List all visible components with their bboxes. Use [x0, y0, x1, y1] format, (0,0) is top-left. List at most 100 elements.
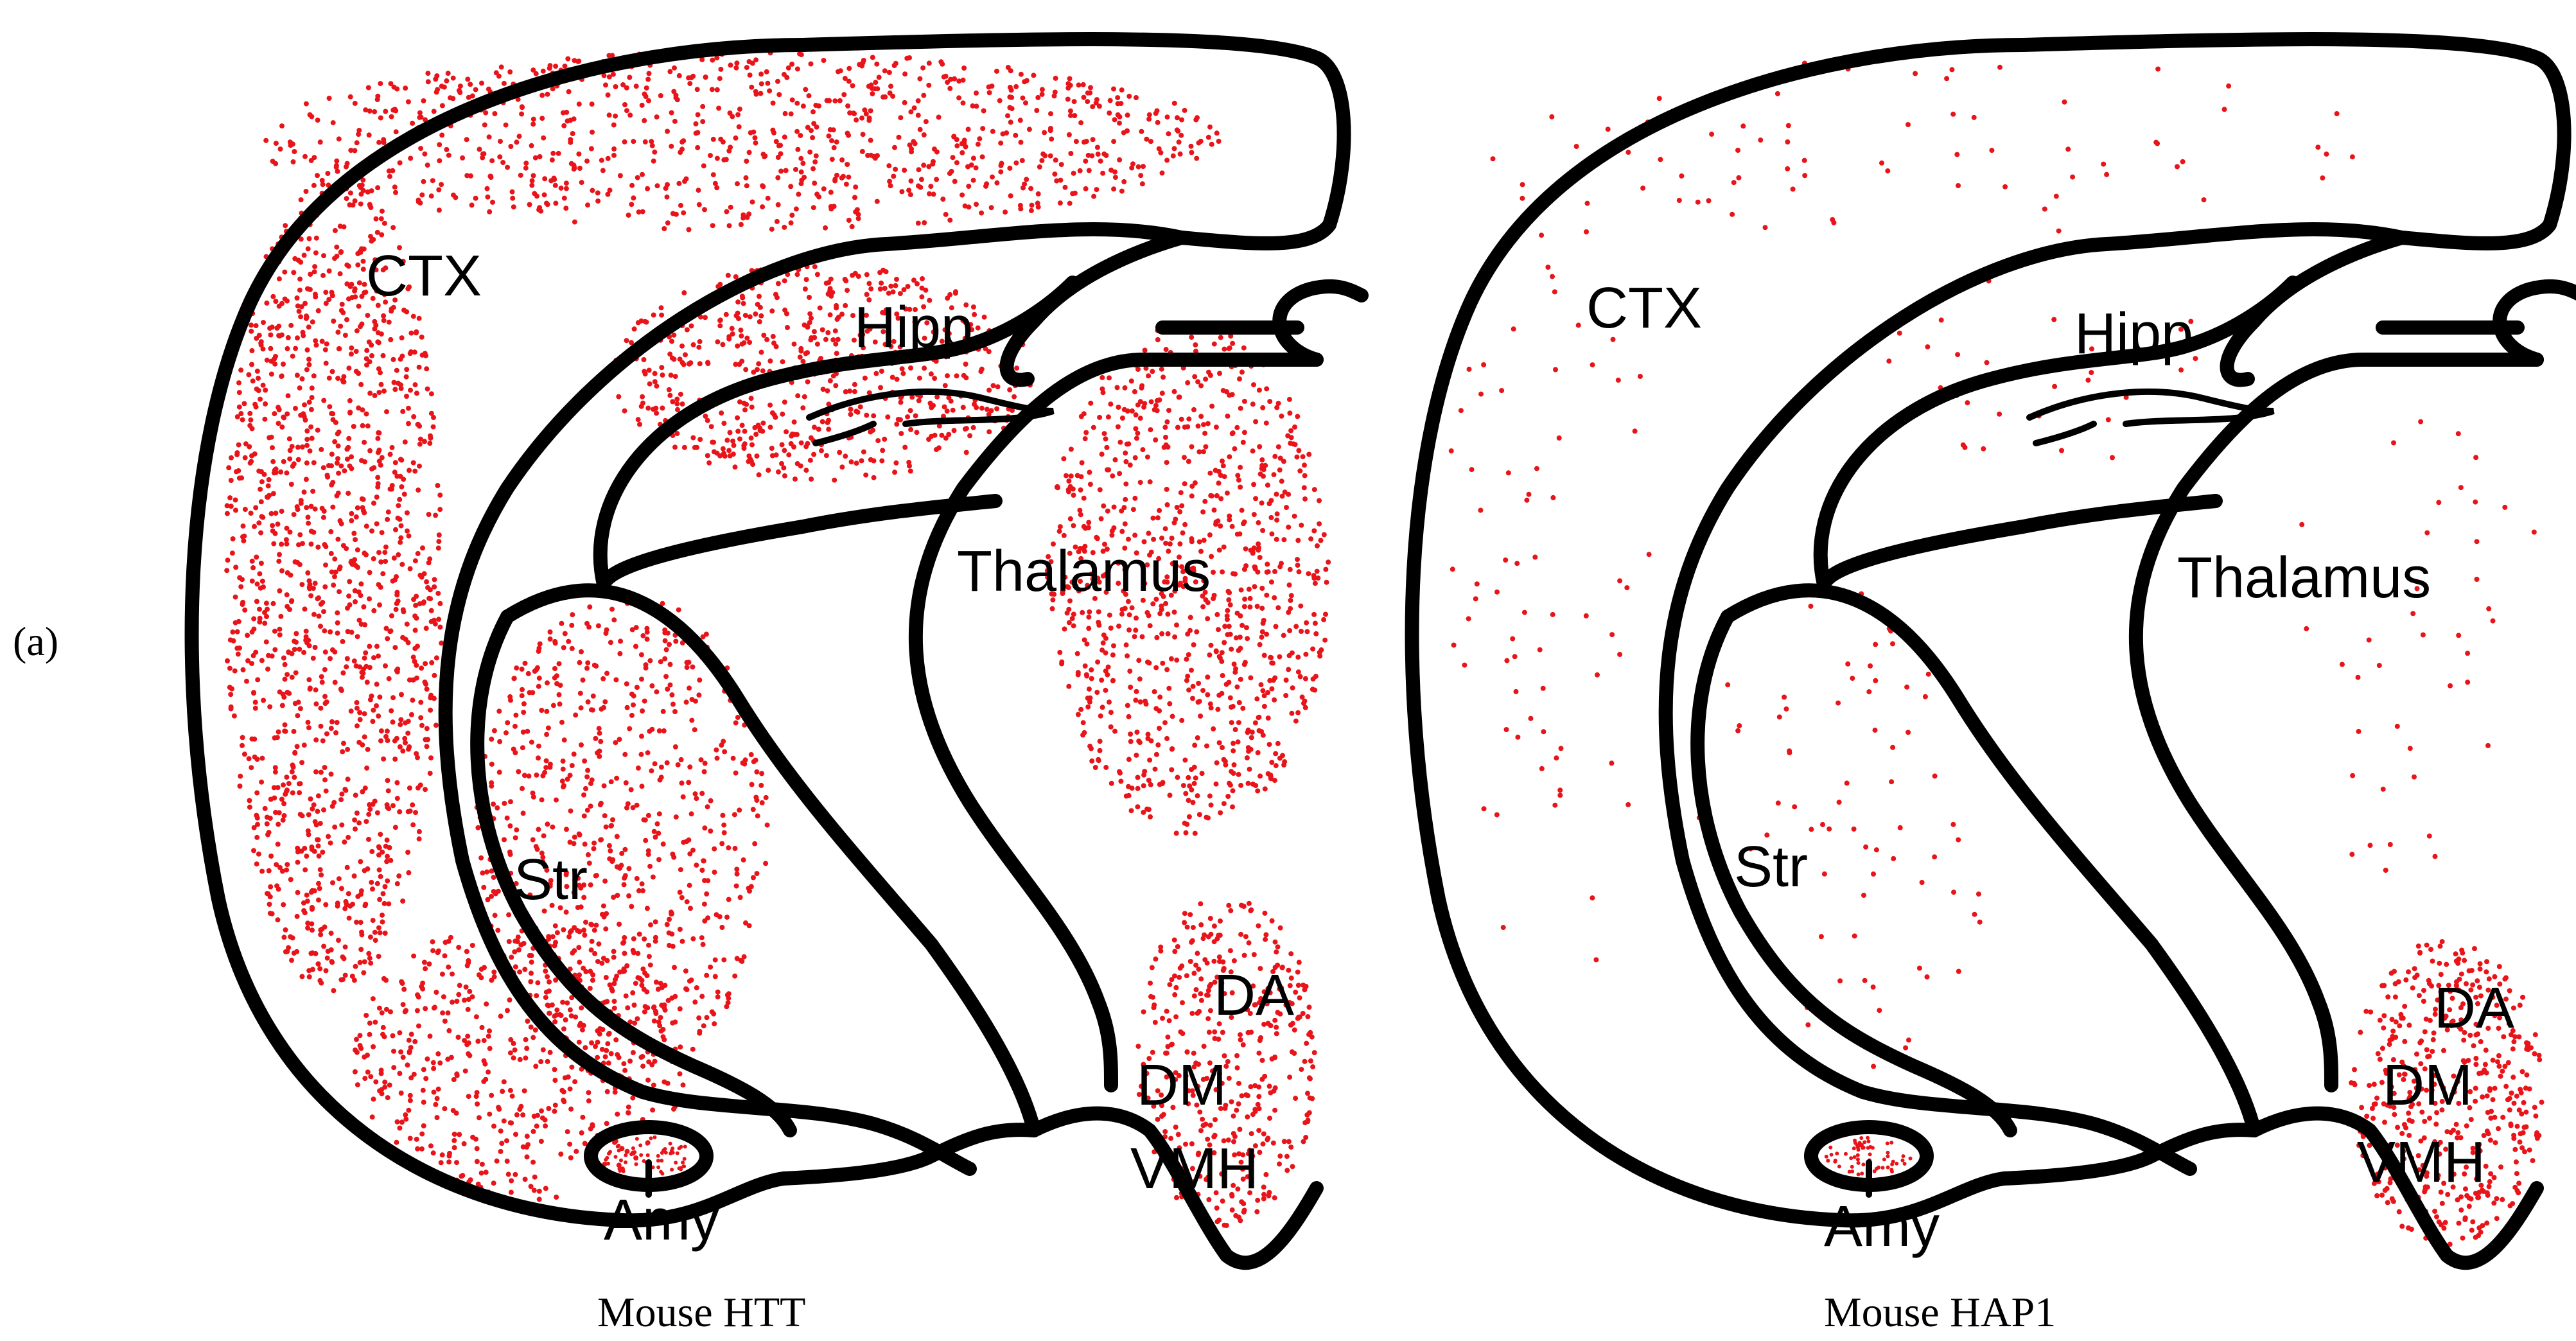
expression-dot: [920, 276, 925, 281]
expression-dot: [808, 435, 814, 441]
expression-dot: [579, 180, 584, 186]
expression-dot: [426, 961, 432, 967]
expression-dot: [669, 338, 674, 344]
expression-dot: [366, 811, 372, 817]
expression-dot: [895, 315, 901, 321]
expression-dot: [348, 148, 354, 153]
expression-dot: [994, 406, 1000, 412]
expression-dot: [281, 414, 286, 420]
expression-dot: [1264, 592, 1270, 598]
expression-dot: [380, 849, 385, 855]
expression-dot: [1133, 412, 1139, 417]
expression-dot: [708, 828, 714, 834]
expression-dot: [666, 387, 672, 392]
expression-dot: [800, 405, 806, 411]
expression-dot: [353, 514, 359, 520]
expression-dot: [250, 653, 256, 658]
expression-dot: [351, 873, 357, 879]
expression-dot: [649, 768, 654, 774]
expression-dot: [1256, 714, 1262, 720]
expression-dot: [276, 405, 281, 410]
expression-dot: [1200, 509, 1206, 515]
expression-dot: [686, 780, 692, 785]
expression-dot: [335, 490, 341, 496]
expression-dot: [383, 109, 389, 114]
expression-dot: [1095, 152, 1101, 157]
expression-dot: [311, 848, 317, 854]
expression-dot: [1261, 467, 1266, 473]
expression-dot: [852, 389, 857, 394]
expression-dot: [313, 338, 319, 344]
expression-dot: [679, 401, 685, 407]
expression-dot: [397, 1125, 403, 1131]
expression-dot: [546, 1106, 552, 1111]
expression-dot: [344, 317, 349, 322]
expression-dot: [430, 178, 435, 184]
expression-dot: [304, 898, 310, 904]
expression-dot: [394, 592, 400, 598]
expression-dot: [1164, 667, 1170, 672]
expression-dot: [629, 712, 635, 718]
expression-dot: [237, 784, 243, 789]
expression-dot: [851, 337, 857, 343]
expression-dot: [568, 1106, 574, 1112]
expression-dot: [419, 352, 425, 358]
expression-dot: [1161, 374, 1166, 380]
expression-dot: [376, 459, 382, 464]
expression-dot: [645, 750, 651, 756]
expression-dot: [288, 322, 294, 328]
expression-dot: [1158, 948, 1164, 954]
expression-dot: [1268, 1090, 1274, 1096]
expression-dot: [1107, 110, 1112, 116]
expression-dot: [679, 780, 685, 786]
expression-dot: [602, 1054, 608, 1060]
expression-dot: [381, 313, 387, 319]
expression-dot: [406, 870, 412, 875]
expression-dot: [775, 78, 780, 84]
expression-dot: [301, 333, 306, 338]
expression-dot: [1051, 541, 1056, 547]
expression-dot: [382, 931, 388, 936]
expression-dot: [347, 463, 353, 469]
expression-dot: [718, 136, 724, 142]
expression-dot: [332, 649, 338, 655]
expression-dot: [611, 1005, 617, 1011]
expression-dot: [376, 550, 381, 556]
expression-dot: [626, 893, 632, 898]
expression-dot: [1229, 523, 1235, 529]
expression-dot: [358, 201, 364, 207]
expression-dot: [1279, 493, 1285, 499]
expression-dot: [335, 630, 340, 636]
expression-dot: [1184, 973, 1189, 979]
expression-dot: [1269, 918, 1275, 924]
expression-dot: [398, 523, 404, 529]
expression-dot: [1306, 1031, 1311, 1037]
expression-dot: [642, 1009, 647, 1015]
expression-dot: [1215, 706, 1221, 712]
expression-dot: [432, 584, 437, 590]
expression-dot: [687, 81, 693, 87]
expression-dot: [1111, 643, 1116, 649]
expression-dot: [1081, 523, 1087, 529]
expression-dot: [1081, 94, 1087, 100]
expression-dot: [721, 157, 727, 162]
expression-dot: [518, 172, 523, 178]
expression-dot: [806, 93, 812, 99]
expression-dot: [739, 294, 745, 299]
expression-dot: [315, 308, 321, 313]
expression-dot: [712, 180, 718, 186]
expression-dot: [665, 220, 670, 226]
expression-dot: [1135, 164, 1141, 170]
expression-dot: [1213, 781, 1219, 787]
expression-dot: [300, 541, 305, 547]
expression-dot: [952, 179, 958, 184]
expression-dot: [294, 639, 299, 645]
expression-dot: [334, 460, 340, 466]
expression-dot: [1159, 535, 1164, 541]
expression-dot: [464, 1042, 470, 1047]
expression-dot: [394, 780, 400, 785]
expression-dot: [306, 584, 312, 590]
expression-dot: [241, 401, 247, 407]
expression-dot: [468, 82, 473, 87]
expression-dot: [1265, 715, 1271, 721]
